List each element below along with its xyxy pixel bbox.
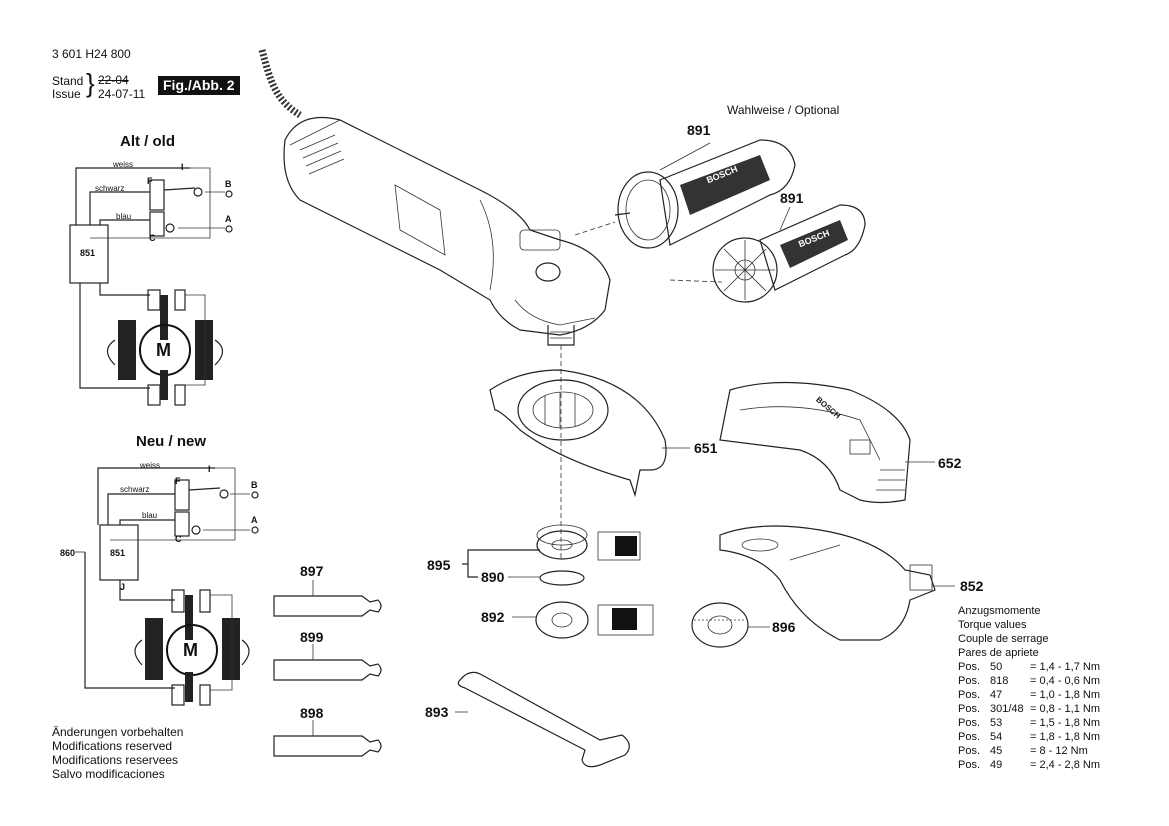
torque-row-value: = 1,4 - 1,7 Nm	[1030, 661, 1101, 673]
motor-label-new: M	[183, 640, 198, 660]
torque-row-pos: Pos.	[958, 689, 981, 701]
torque-row-pos: Pos.	[958, 717, 981, 729]
terminal-I-new: I	[208, 464, 211, 474]
terminal-C-new: C	[175, 534, 182, 544]
guard-651-drawing	[489, 369, 667, 498]
angle-grinder-drawing	[258, 49, 611, 560]
part-number-898: 898	[300, 705, 324, 721]
spanner-893-drawing	[457, 671, 630, 768]
terminal-B-new: B	[251, 480, 258, 490]
wiring-diagram-new	[75, 467, 259, 706]
wire-label-weiss-new: weiss	[140, 461, 161, 470]
footer-note-es: Salvo modificaciones	[52, 767, 165, 781]
terminal-J-new: J	[120, 582, 126, 592]
module-851-new: 851	[110, 548, 126, 558]
flange-895-drawing	[536, 524, 588, 560]
terminal-F: F	[147, 176, 153, 186]
wiring-old-title: Alt / old	[120, 133, 175, 150]
footer-note-fr: Modifications reservees	[52, 753, 179, 767]
torque-row-num: 45	[990, 745, 1003, 757]
torque-row-num: 301/48	[990, 703, 1024, 715]
wire-label-weiss: weiss	[113, 160, 134, 169]
torque-heading-en: Torque values	[958, 619, 1027, 631]
footer-note-de: Änderungen vorbehalten	[52, 725, 184, 739]
figure-label: Fig./Abb. 2	[158, 76, 240, 95]
part-number-897: 897	[300, 563, 324, 579]
clamp-nut-892-drawing	[535, 601, 589, 639]
part-number-899: 899	[300, 629, 324, 645]
issue-date: 24-07-11	[98, 87, 146, 101]
sleeve-899-drawing	[273, 659, 382, 681]
wiring-new-title: Neu / new	[136, 433, 207, 450]
stand-label: Stand	[52, 74, 84, 88]
optional-label: Wahlweise / Optional	[727, 103, 840, 117]
wire-label-blau: blau	[116, 212, 132, 221]
torque-row-pos: Pos.	[958, 675, 981, 687]
sleeve-897-drawing	[273, 595, 382, 617]
torque-row-num: 54	[990, 731, 1003, 743]
brace-symbol: }	[86, 68, 95, 98]
terminal-A-new: A	[251, 515, 258, 525]
torque-row-value: = 1,5 - 1,8 Nm	[1030, 717, 1101, 729]
wire-label-blau-new: blau	[142, 511, 158, 520]
section-views-drawing	[597, 531, 654, 636]
terminal-A: A	[225, 214, 232, 224]
ring-890-drawing	[539, 570, 585, 586]
guard-852-drawing	[719, 525, 936, 641]
part-number-892: 892	[481, 609, 505, 625]
torque-row-pos: Pos.	[958, 703, 981, 715]
ref-860: 860	[60, 548, 76, 558]
wire-label-schwarz: schwarz	[95, 184, 125, 193]
terminal-C: C	[149, 233, 156, 243]
quick-nut-896-drawing	[691, 602, 749, 648]
wire-label-schwarz-new: schwarz	[120, 485, 150, 494]
torque-row-pos: Pos.	[958, 661, 981, 673]
torque-row-pos: Pos.	[958, 731, 981, 743]
torque-row-num: 47	[990, 689, 1003, 701]
part-number-652: 652	[938, 455, 962, 471]
handle-891-top-drawing	[574, 139, 796, 249]
torque-row-value: = 2,4 - 2,8 Nm	[1030, 759, 1101, 771]
part-number-893: 893	[425, 704, 449, 720]
torque-heading-es: Pares de apriete	[958, 647, 1039, 659]
terminal-I: I	[181, 162, 184, 172]
torque-row-value: = 1,8 - 1,8 Nm	[1030, 731, 1101, 743]
stand-date: 22-04	[98, 73, 129, 87]
wiring-diagram-old	[69, 167, 233, 406]
torque-heading-fr: Couple de serrage	[958, 633, 1049, 645]
leader-lines	[312, 142, 955, 736]
guard-652-drawing	[719, 381, 911, 504]
motor-label-old: M	[156, 340, 171, 360]
torque-row-num: 50	[990, 661, 1003, 673]
part-number-852: 852	[960, 578, 984, 594]
terminal-F-new: F	[175, 476, 181, 486]
part-number-890: 890	[481, 569, 505, 585]
torque-heading-de: Anzugsmomente	[958, 605, 1041, 617]
torque-row-value: = 0,4 - 0,6 Nm	[1030, 675, 1101, 687]
terminal-B: B	[225, 179, 232, 189]
doc-number: 3 601 H24 800	[52, 47, 131, 61]
torque-row-pos: Pos.	[958, 759, 981, 771]
module-851-old: 851	[80, 248, 96, 258]
issue-label: Issue	[52, 87, 81, 101]
torque-row-num: 49	[990, 759, 1003, 771]
torque-row-num: 53	[990, 717, 1003, 729]
part-number-895: 895	[427, 557, 451, 573]
torque-row-value: = 8 - 12 Nm	[1030, 745, 1088, 757]
torque-row-pos: Pos.	[958, 745, 981, 757]
torque-row-num: 818	[990, 675, 1009, 687]
sleeve-898-drawing	[273, 735, 382, 757]
handle-891-bottom-drawing	[669, 204, 866, 303]
footer-note-en: Modifications reserved	[52, 739, 173, 753]
part-number-896: 896	[772, 619, 796, 635]
part-number-891-top: 891	[687, 122, 711, 138]
torque-row-value: = 1,0 - 1,8 Nm	[1030, 689, 1101, 701]
part-number-891-bottom: 891	[780, 190, 804, 206]
torque-row-value: = 0,8 - 1,1 Nm	[1030, 703, 1101, 715]
part-number-651: 651	[694, 440, 718, 456]
